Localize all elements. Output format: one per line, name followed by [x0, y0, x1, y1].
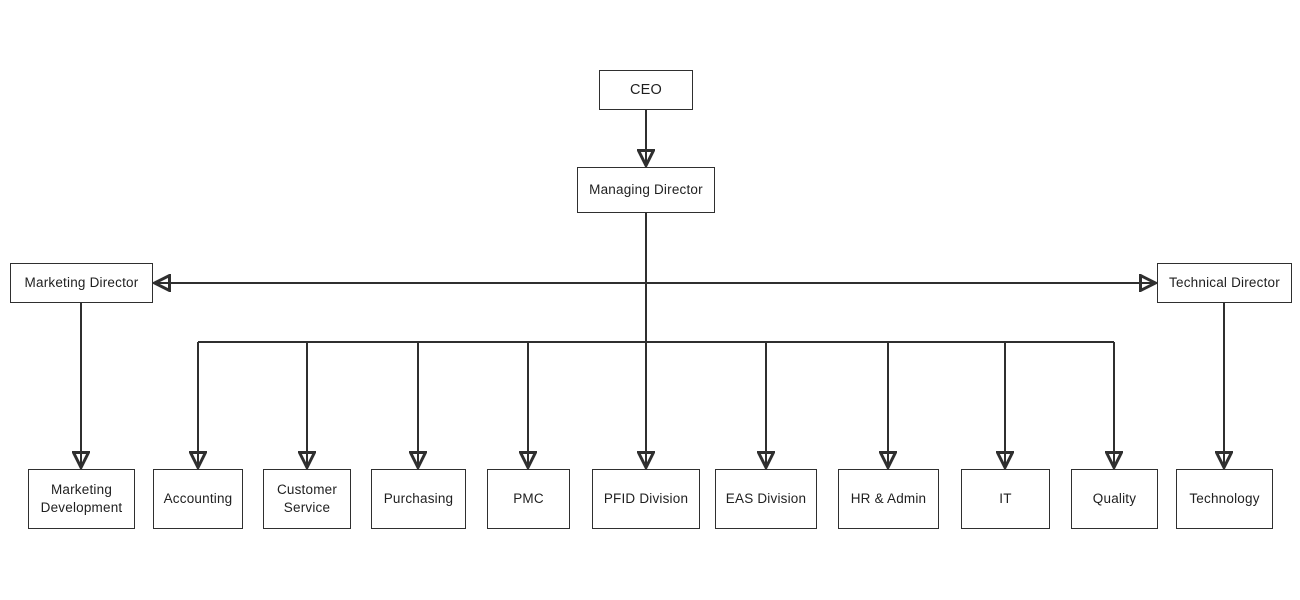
node-quality: Quality: [1071, 469, 1158, 529]
node-eas-division: EAS Division: [715, 469, 817, 529]
node-technology: Technology: [1176, 469, 1273, 529]
node-it: IT: [961, 469, 1050, 529]
node-ceo: CEO: [599, 70, 693, 110]
node-hr-admin: HR & Admin: [838, 469, 939, 529]
node-purchasing: Purchasing: [371, 469, 466, 529]
node-marketing-development: Marketing Development: [28, 469, 135, 529]
node-marketing-director: Marketing Director: [10, 263, 153, 303]
node-managing-director: Managing Director: [577, 167, 715, 213]
node-technical-director: Technical Director: [1157, 263, 1292, 303]
node-pfid-division: PFID Division: [592, 469, 700, 529]
node-customer-service: Customer Service: [263, 469, 351, 529]
node-pmc: PMC: [487, 469, 570, 529]
node-accounting: Accounting: [153, 469, 243, 529]
